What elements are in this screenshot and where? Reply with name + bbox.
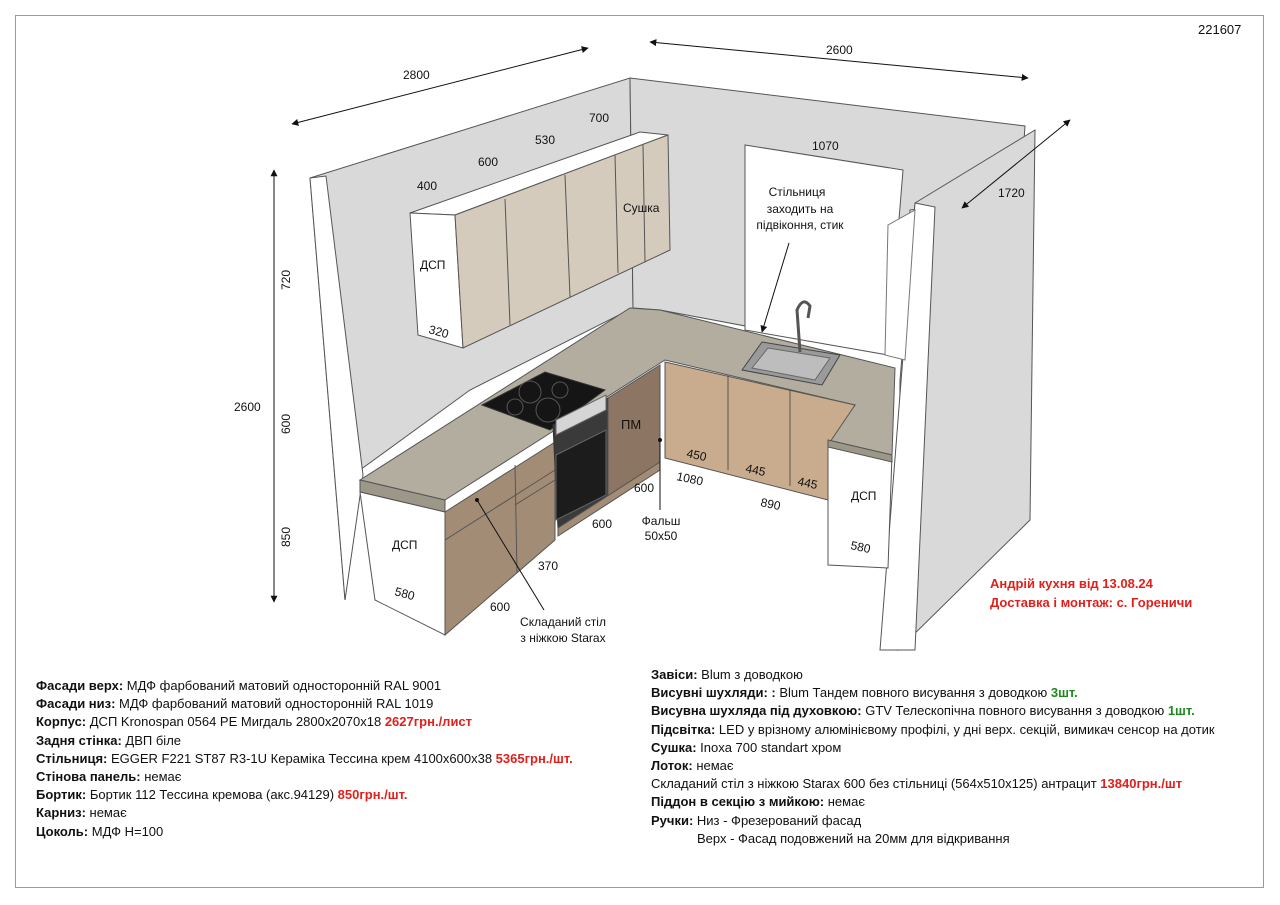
project-title: Андрій кухня від 13.08.24 — [990, 576, 1153, 591]
dim-1070: 1070 — [812, 139, 839, 153]
label-window-note-3: підвіконня, стик — [756, 218, 844, 232]
spec-sink-tray: Піддон в секцію з мийкою: немає — [651, 794, 865, 810]
dim-600-left-b: 600 — [592, 517, 612, 531]
dim-700: 700 — [589, 111, 609, 125]
window-recess — [744, 144, 904, 356]
spec-tray: Лоток: немає — [651, 758, 734, 774]
specs-left: Фасади верх: МДФ фарбований матовий одно… — [36, 677, 626, 841]
dim-580-left: 580 — [393, 584, 416, 603]
dim-445-a: 445 — [744, 461, 767, 479]
dim-600-upper: 600 — [478, 155, 498, 169]
left-wall-edge — [309, 175, 364, 601]
dim-1080: 1080 — [675, 469, 704, 488]
dim-450: 450 — [685, 446, 708, 464]
left-end-panel-dsp — [359, 491, 446, 636]
label-dsp-left: ДСП — [392, 538, 417, 552]
spec-handles: Ручки: Низ - Фрезерований фасад — [651, 812, 862, 828]
dim-600-corner: 600 — [634, 481, 654, 495]
faucet — [795, 300, 812, 353]
right-wall-edge — [879, 202, 936, 651]
spec-drawers: Висувні шухляди: : Blum Тандем повного в… — [651, 685, 1078, 701]
dim-600-left-front: 600 — [490, 600, 510, 614]
dim-400: 400 — [417, 179, 437, 193]
specs-right: Завіси: Blum з доводкою Висувні шухляди:… — [651, 666, 1231, 848]
spec-row: Стільниця: EGGER F221 ST87 R3-1U Керамік… — [36, 750, 573, 766]
dim-2600-back: 2600 — [826, 43, 853, 57]
dim-2600-height: 2600 — [234, 400, 261, 414]
right-countertop-edge — [827, 439, 893, 463]
label-dsp-upper: ДСП — [420, 258, 445, 272]
spec-row: Фасади верх: МДФ фарбований матовий одно… — [36, 678, 442, 693]
dim-720: 720 — [279, 270, 293, 290]
spec-row: Корпус: ДСП Kronospan 0564 PE Мигдаль 28… — [36, 714, 473, 730]
oven — [555, 429, 607, 521]
spec-row: Карниз: немає — [36, 805, 127, 821]
right-window-jamb — [884, 209, 916, 361]
drawing-code: 221607 — [1198, 22, 1242, 37]
dim-890: 890 — [759, 495, 782, 513]
dim-320: 320 — [427, 322, 450, 341]
spec-row: Стінова панель: немає — [36, 769, 182, 785]
spec-dryer: Сушка: Inoxa 700 standart хром — [651, 739, 842, 755]
dim-530: 530 — [535, 133, 555, 147]
dim-580-right: 580 — [849, 538, 872, 556]
dim-1720: 1720 — [998, 186, 1025, 200]
spec-row: Бортик: Бортик 112 Тессина кремова (акс.… — [36, 787, 408, 803]
dim-370: 370 — [538, 559, 558, 573]
dim-445-b: 445 — [796, 474, 819, 492]
spec-hinges: Завіси: Blum з доводкою — [651, 667, 803, 682]
project-delivery: Доставка і монтаж: с. Гореничи — [990, 595, 1193, 610]
sheet-frame — [15, 15, 1264, 888]
label-folding-table-2: з ніжкою Starax — [520, 631, 605, 645]
label-dryer: Сушка — [623, 201, 660, 215]
label-window-note-1: Стільниця — [769, 185, 826, 199]
project-note: Андрій кухня від 13.08.24 Доставка і мон… — [990, 574, 1192, 612]
dim-600-mid: 600 — [279, 414, 293, 434]
spec-row: Цоколь: МДФ Н=100 — [36, 823, 164, 839]
label-folding-table-1: Складаний стіл — [520, 615, 606, 629]
spec-row: Задня стінка: ДВП біле — [36, 732, 182, 748]
label-rebate-1: Фальш — [642, 514, 681, 528]
spec-handles-upper: Верх - Фасад подовжений на 20мм для відк… — [697, 830, 1010, 846]
label-dsp-right: ДСП — [851, 489, 876, 503]
spec-row: Фасади низ: МДФ фарбований матовий однос… — [36, 696, 434, 712]
label-dishwasher: ПМ — [621, 417, 641, 432]
label-rebate-2: 50x50 — [645, 529, 678, 543]
spec-oven-drawer: Висувна шухляда під духовкою: GTV Телеск… — [651, 703, 1195, 719]
label-window-note-2: заходить на — [767, 202, 834, 216]
dim-850: 850 — [279, 527, 293, 547]
spec-lighting: Підсвітка: LED у врізному алюмінієвому п… — [651, 721, 1215, 737]
spec-folding-table: Складаний стіл з ніжкою Starax 600 без с… — [651, 776, 1183, 792]
dim-2800: 2800 — [403, 68, 430, 82]
